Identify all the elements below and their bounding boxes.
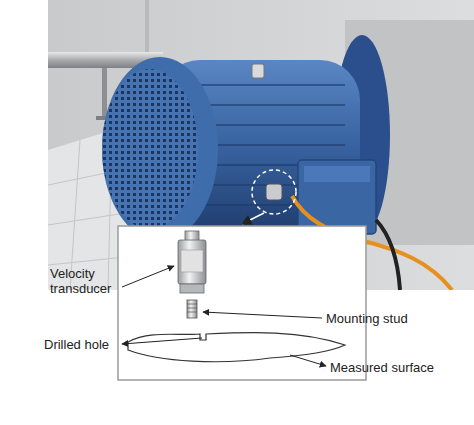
part-label: Drilled hole bbox=[44, 337, 120, 352]
part-label: Velocity transducer bbox=[50, 266, 120, 296]
part-label: Mounting stud bbox=[326, 311, 466, 326]
part-label: Measured surface bbox=[330, 360, 470, 375]
